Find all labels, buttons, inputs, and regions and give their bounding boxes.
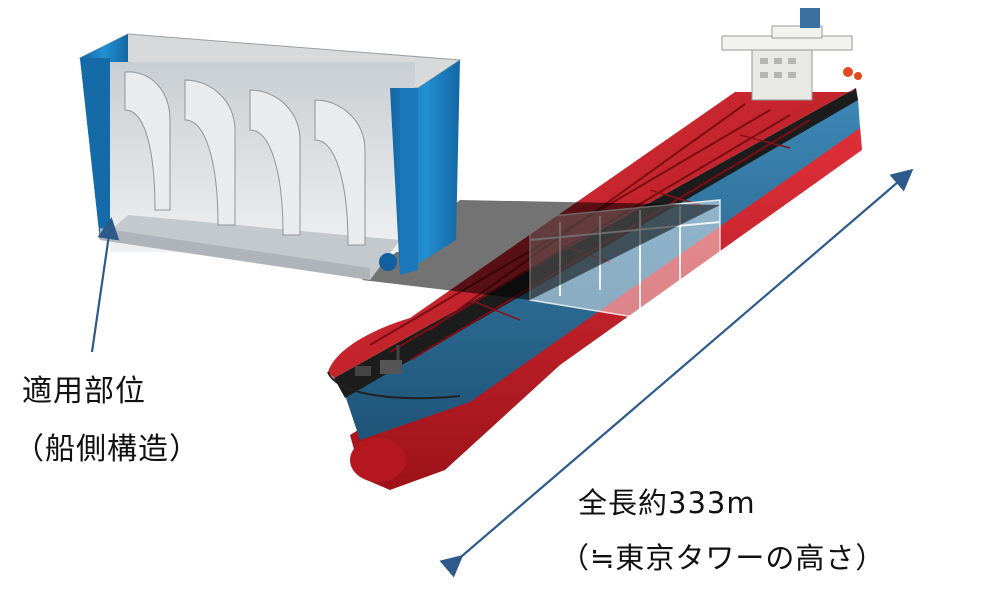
superstructure (721, 8, 862, 101)
deck-edge (327, 371, 461, 400)
length-comparison-label: （≒東京タワーの高さ） (560, 541, 886, 575)
section-pointer-arrow (90, 217, 120, 353)
application-part-detail-label: （船側構造） (14, 432, 200, 467)
application-part-label: 適用部位 (22, 374, 146, 409)
total-length-label: 全長約333m (578, 486, 756, 520)
side-structure-section (78, 33, 462, 280)
bulbous-bow (350, 438, 406, 482)
length-dimension-arrow (439, 168, 914, 578)
bow-equipment (355, 345, 402, 376)
